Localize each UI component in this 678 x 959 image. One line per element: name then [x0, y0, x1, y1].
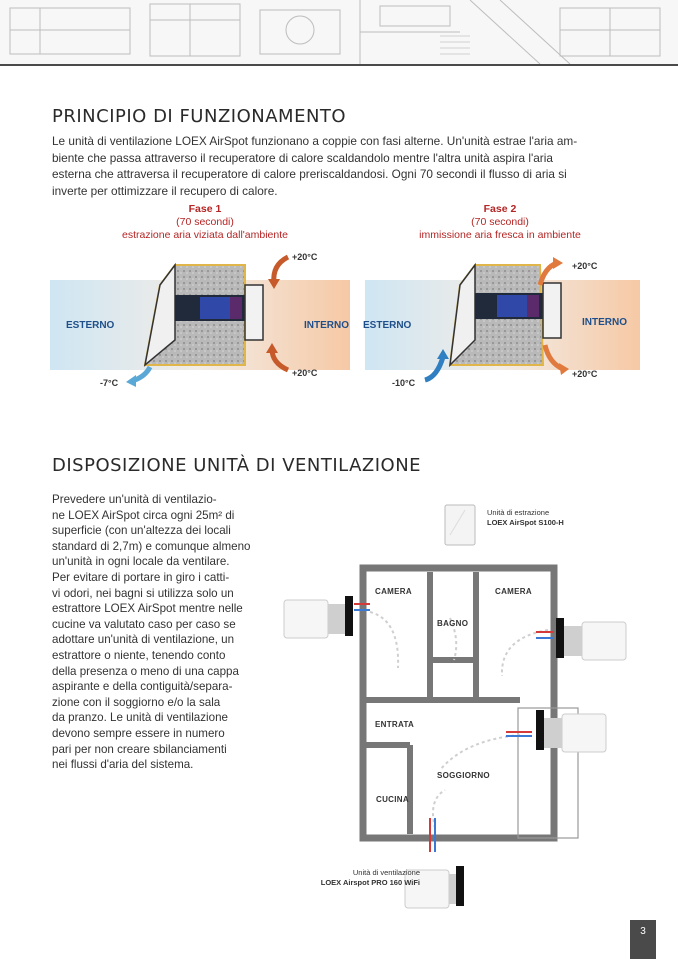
- phase1-desc: estrazione aria viziata dall'ambiente: [121, 229, 288, 241]
- extractor-unit-image: [444, 504, 476, 546]
- phase1-temp-top: +20°C: [292, 252, 318, 262]
- text-line: biente che passa attraverso il recuperat…: [52, 150, 553, 165]
- text-line: pari per non creare sbilanciamenti: [52, 742, 227, 756]
- phase1-heading: Fase 1 (70 secondi) estrazione aria vizi…: [90, 203, 320, 242]
- ventilation-caption-line1: Unità di ventilazione: [352, 868, 420, 877]
- phase1-label-esterno: ESTERNO: [66, 320, 115, 331]
- text-line: superficie (con un'altezza dei locali: [52, 524, 231, 538]
- text-line: Per evitare di portare in giro i catti-: [52, 570, 230, 584]
- phase2-diagram: [365, 257, 640, 383]
- section-title-disposizione: DISPOSIZIONE UNITÀ DI VENTILAZIONE: [52, 455, 422, 476]
- text-line: estrattore LOEX AirSpot mentre nelle: [52, 602, 243, 616]
- section-title-principio: PRINCIPIO DI FUNZIONAMENTO: [52, 106, 347, 127]
- text-line: devono sempre essere in numero: [52, 726, 225, 740]
- phase2-desc: immissione aria fresca in ambiente: [419, 229, 581, 241]
- extractor-caption-line1: Unità di estrazione: [487, 508, 550, 517]
- text-line: ne LOEX AirSpot circa ogni 25m² di: [52, 508, 235, 522]
- text-line: Prevedere un'unità di ventilazio-: [52, 493, 217, 506]
- room-camera-left: CAMERA: [375, 587, 412, 596]
- vent-unit-bottom: [404, 866, 464, 909]
- text-line: nei flussi d'aria del sistema.: [52, 758, 194, 772]
- phase1-label-interno: INTERNO: [304, 320, 349, 331]
- ventilation-caption: Unità di ventilazione LOEX Airspot PRO 1…: [274, 868, 420, 888]
- floor-plan: [283, 504, 627, 909]
- text-line: zione con il soggiorno e/o la sala: [52, 695, 221, 709]
- room-camera-right: CAMERA: [495, 587, 532, 596]
- phase2-label-esterno: ESTERNO: [363, 320, 412, 331]
- text-line: vi odori, nei bagni si utilizza solo un: [52, 586, 234, 600]
- phase2-heading: Fase 2 (70 secondi) immissione aria fres…: [385, 203, 615, 242]
- page-number: 3: [630, 920, 656, 959]
- text-line: inverte per ottimizzare il recupero di c…: [52, 183, 278, 198]
- phase1-temp-out: -7°C: [100, 378, 119, 388]
- room-entrata: ENTRATA: [375, 720, 415, 729]
- phase2-label-interno: INTERNO: [582, 317, 627, 328]
- text-line: aspirante e della contiguità/separa-: [52, 680, 233, 694]
- phase2-title: Fase 2: [483, 203, 517, 215]
- phase1-temp-bottom: +20°C: [292, 368, 318, 378]
- phase1-title: Fase 1: [188, 203, 222, 215]
- vent-unit-soggiorno: [536, 710, 607, 753]
- extractor-caption-line2: LOEX AirSpot S100-H: [487, 518, 564, 527]
- phase2-duration: (70 secondi): [471, 216, 529, 228]
- text-line: un'unità in ogni locale da ventilare.: [52, 555, 230, 569]
- disposizione-paragraph: Prevedere un'unità di ventilazio- ne LOE…: [52, 492, 267, 773]
- vent-unit-left: [283, 596, 353, 639]
- phase2-temp-out: -10°C: [392, 378, 416, 388]
- phase1-duration: (70 secondi): [176, 216, 234, 228]
- vent-unit-right: [556, 618, 627, 661]
- text-line: adottare un'unità di ventilazione, un: [52, 633, 235, 647]
- room-bagno: BAGNO: [437, 619, 469, 628]
- text-line: estrattore o niente, tenendo conto: [52, 648, 226, 662]
- text-line: da pranzo. Le unità di ventilazione: [52, 711, 228, 725]
- blueprint-header: [0, 0, 678, 66]
- room-cucina: CUCINA: [376, 795, 409, 804]
- text-line: Le unità di ventilazione LOEX AirSpot fu…: [52, 134, 578, 148]
- room-soggiorno: SOGGIORNO: [437, 771, 490, 780]
- blueprint-illustration: [9, 0, 661, 64]
- principio-paragraph: Le unità di ventilazione LOEX AirSpot fu…: [52, 133, 652, 199]
- text-line: cucine va valutato caso per caso se: [52, 617, 236, 631]
- phase2-temp-top: +20°C: [572, 261, 598, 271]
- extractor-caption: Unità di estrazione LOEX AirSpot S100-H: [487, 508, 564, 528]
- phase2-temp-bottom: +20°C: [572, 369, 598, 379]
- text-line: standard di 2,7m) e comunque almeno: [52, 539, 251, 553]
- phase1-diagram: [50, 254, 350, 387]
- text-line: della presenza o meno di una cappa: [52, 664, 239, 678]
- ventilation-caption-line2: LOEX Airspot PRO 160 WiFi: [320, 878, 420, 887]
- text-line: esterna che attraversa il recuperatore d…: [52, 167, 567, 181]
